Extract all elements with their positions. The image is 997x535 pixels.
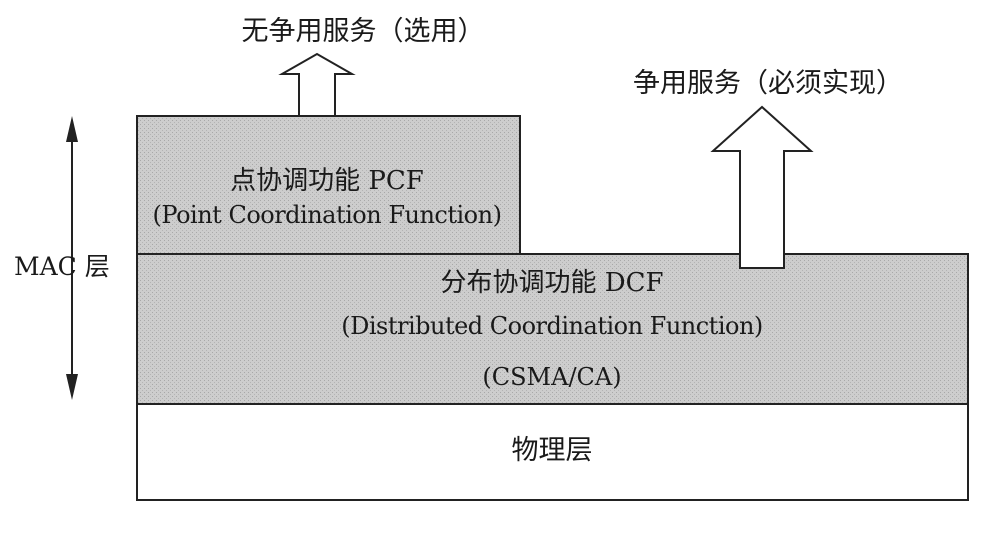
dcf-title-cn: 分布协调功能 DCF	[440, 268, 664, 298]
physical-layer-label: 物理层	[511, 435, 593, 466]
pcf-title-en: (Point Coordination Function)	[152, 201, 502, 229]
mac-span-arrow-icon	[66, 116, 78, 400]
physical-layer-box	[136, 403, 969, 501]
contention-arrow-icon	[710, 105, 814, 269]
dcf-layer-box	[136, 253, 969, 405]
pcf-title-cn: 点协调功能 PCF	[230, 166, 424, 196]
dcf-title-en: (Distributed Coordination Function)	[341, 312, 763, 340]
contention-free-service-label: 无争用服务（选用）	[241, 16, 485, 47]
pcf-layer-box	[136, 115, 521, 255]
contention-free-arrow-icon	[278, 52, 356, 117]
dcf-protocol-label: (CSMA/CA)	[482, 363, 622, 391]
mac-layer-label: MAC 层	[14, 252, 110, 281]
contention-service-label: 争用服务（必须实现）	[633, 68, 903, 99]
